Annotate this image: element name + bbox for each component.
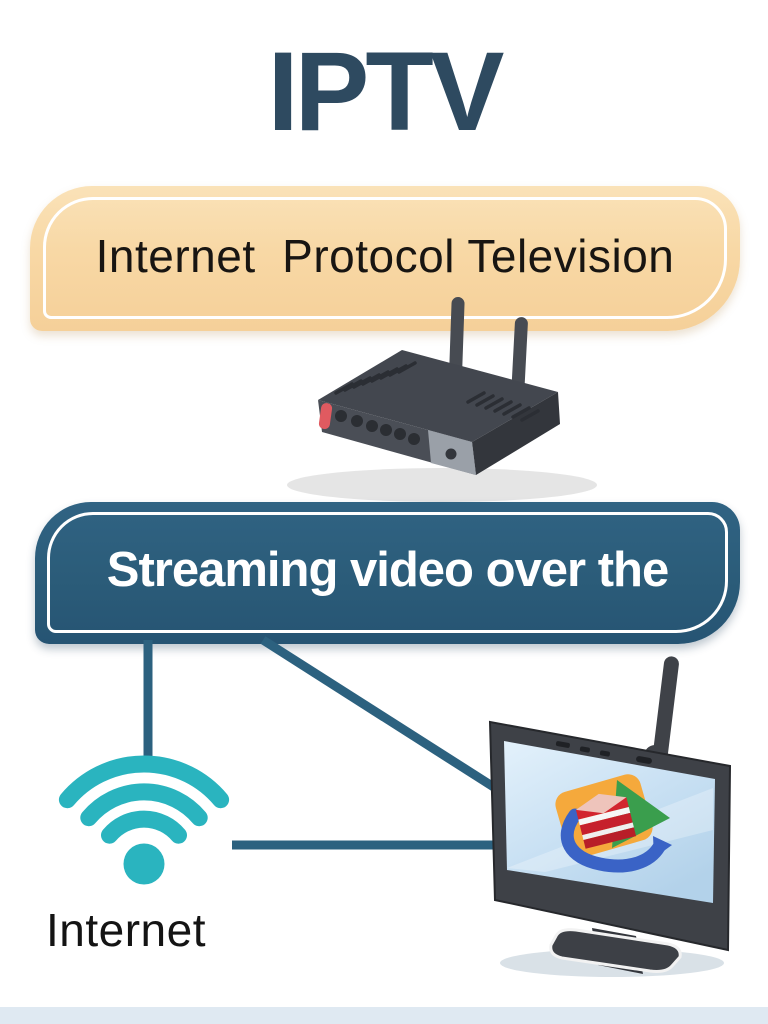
bottom-strip [0,1007,768,1024]
page-title: IPTV [267,29,505,154]
wifi-icon [58,755,230,885]
description-banner-border: Streaming video over the [47,512,728,633]
description-banner: Streaming video over the [35,502,740,644]
tv-icon [488,656,732,977]
internet-label: Internet [46,904,206,956]
description-banner-label: Streaming video over the [106,542,669,597]
connection-lines [143,636,517,850]
definition-banner-border: Internet Protocol Television [43,197,727,319]
line-banner-to-tv [260,636,517,804]
definition-banner-label: Internet Protocol Television [95,230,675,282]
definition-banner: Internet Protocol Television [30,186,740,331]
tv-screen-logo [555,774,672,873]
